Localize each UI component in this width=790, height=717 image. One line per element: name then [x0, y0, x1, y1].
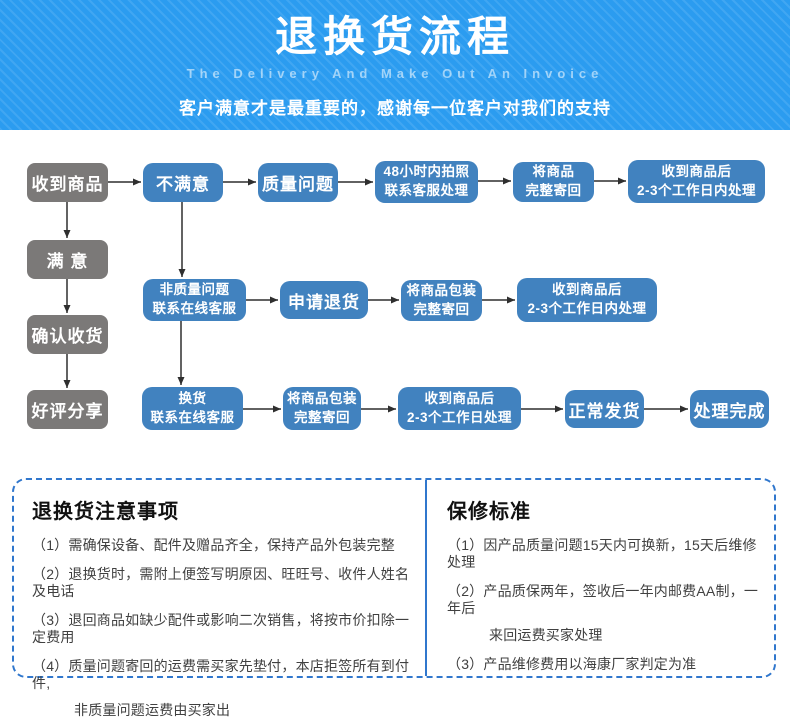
header-subtitle: The Delivery And Make Out An Invoice	[186, 66, 604, 81]
warranty-line-1: （1）因产品质量问题15天内可换新，15天后维修处理	[447, 537, 757, 570]
info-panel: 退换货注意事项 （1）需确保设备、配件及赠品齐全，保持产品外包装完整 （2）退换…	[12, 478, 776, 717]
flow-node-satisfied: 满 意	[27, 240, 108, 279]
notes-line-4: （4）质量问题寄回的运费需买家先垫付，本店拒签所有到付件,	[32, 658, 410, 691]
notes-title: 退换货注意事项	[32, 501, 179, 523]
warranty-section: 保修标准 （1）因产品质量问题15天内可换新，15天后维修处理 （2）产品质保两…	[427, 480, 774, 676]
flow-node-processed-2-3-days-2: 收到商品后 2-3个工作日内处理	[517, 278, 657, 322]
flow-node-process-complete: 处理完成	[690, 390, 769, 428]
warranty-line-2-continued: 来回运费买家处理	[489, 627, 603, 643]
flow-node-good-review-share: 好评分享	[27, 390, 108, 429]
flow-node-normal-shipping: 正常发货	[565, 390, 644, 428]
warranty-line-2: （2）产品质保两年，签收后一年内邮费AA制，一年后	[447, 583, 759, 616]
panel-divider	[425, 480, 427, 676]
flow-node-pack-send-back: 将商品包装 完整寄回	[401, 280, 482, 321]
header: 退换货流程 The Delivery And Make Out An Invoi…	[0, 0, 790, 130]
flow-node-non-quality-contact-service: 非质量问题 联系在线客服	[143, 279, 246, 321]
flow-node-exchange-contact-service: 换货 联系在线客服	[142, 387, 243, 430]
flow-node-processed-2-3-days-3: 收到商品后 2-3个工作日处理	[398, 387, 521, 430]
flow-node-photo-contact-service: 48小时内拍照 联系客服处理	[375, 161, 478, 203]
notes-line-4-continued: 非质量问题运费由买家出	[74, 702, 231, 717]
notes-section: 退换货注意事项 （1）需确保设备、配件及赠品齐全，保持产品外包装完整 （2）退换…	[14, 480, 425, 717]
header-tagline: 客户满意才是最重要的，感谢每一位客户对我们的支持	[179, 99, 611, 118]
notes-line-1: （1）需确保设备、配件及赠品齐全，保持产品外包装完整	[32, 537, 395, 553]
flow-node-quality-issue: 质量问题	[258, 163, 338, 202]
flow-node-apply-return: 申请退货	[280, 281, 368, 319]
warranty-title: 保修标准	[447, 501, 531, 523]
flow-node-send-back-complete: 将商品 完整寄回	[513, 162, 594, 202]
page-title: 退换货流程	[274, 13, 515, 60]
flow-node-dissatisfied: 不满意	[143, 163, 223, 202]
notes-line-3: （3）退回商品如缺少配件或影响二次销售，将按市价扣除一定费用	[32, 612, 410, 645]
flow-node-pack-send-back-2: 将商品包装 完整寄回	[283, 387, 361, 430]
flow-node-processed-2-3-days: 收到商品后 2-3个工作日内处理	[628, 160, 765, 203]
flow-node-receive-goods: 收到商品	[27, 163, 108, 202]
flow-node-confirm-receipt: 确认收货	[27, 315, 108, 354]
warranty-line-3: （3）产品维修费用以海康厂家判定为准	[447, 656, 697, 672]
notes-line-2: （2）退换货时，需附上便签写明原因、旺旺号、收件人姓名及电话	[32, 566, 410, 599]
